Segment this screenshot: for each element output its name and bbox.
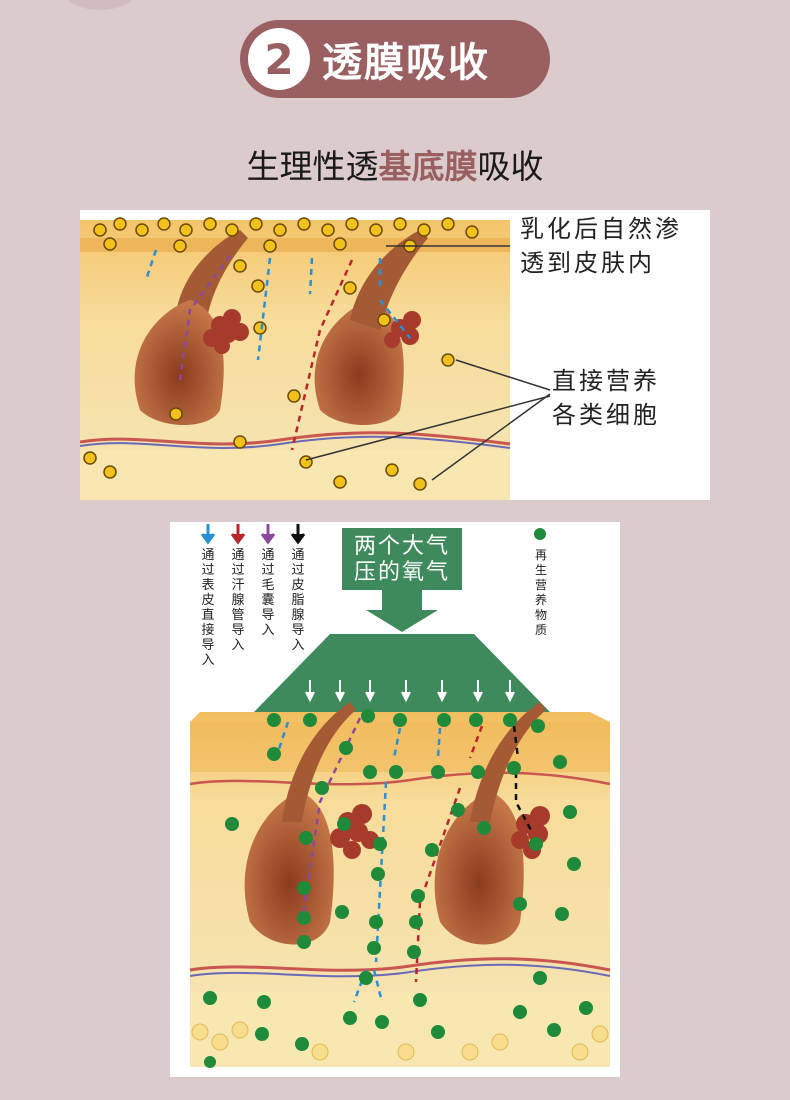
legend-arrows: [200, 524, 306, 545]
green-dot-icon: [534, 528, 546, 540]
corner-decoration: [60, 0, 140, 10]
callout-nutrition-line-1: 直接营养: [552, 367, 660, 395]
pressure-label-line-1: 两个大气: [353, 534, 450, 559]
skin-diagram-bottom: 通过表皮直接导入 通过汗腺管导入 通过毛囊导入 通过皮脂腺导入 再生营养物质: [170, 522, 620, 1077]
subtitle: 生理性透基底膜吸收: [0, 140, 790, 188]
section-number: 2: [248, 28, 310, 90]
skin-diagram-top: 乳化后自然渗 透到皮肤内 直接营养 各类细胞: [80, 210, 710, 500]
legend-sweat-gland: 通过汗腺管导入: [231, 548, 245, 653]
skin-illustration-bottom: [189, 528, 611, 1068]
subtitle-highlight: 基底膜: [378, 147, 478, 186]
callout-absorption-line-1: 乳化后自然渗: [520, 215, 682, 243]
pressure-label-line-2: 压的氧气: [353, 560, 450, 585]
subtitle-part-1: 生理性透: [246, 147, 379, 186]
callout-nutrition-line-2: 各类细胞: [552, 401, 660, 429]
callout-absorption: 乳化后自然渗 透到皮肤内: [520, 212, 682, 280]
legend-regenerative-nutrients: 再生营养物质: [534, 548, 547, 637]
pressure-label: 两个大气 压的氧气: [350, 534, 454, 586]
legend-sebaceous-gland: 通过皮脂腺导入: [291, 548, 305, 653]
skin-illustration-top: [80, 217, 551, 500]
subtitle-part-2: 吸收: [477, 147, 544, 186]
callout-absorption-line-2: 透到皮肤内: [520, 249, 655, 277]
legend-epidermis: 通过表皮直接导入: [201, 548, 215, 668]
callout-nutrition: 直接营养 各类细胞: [552, 364, 660, 432]
section-header: 2 透膜吸收: [240, 20, 550, 98]
legend-hair-follicle: 通过毛囊导入: [261, 548, 275, 638]
section-title: 透膜吸收: [322, 40, 490, 86]
